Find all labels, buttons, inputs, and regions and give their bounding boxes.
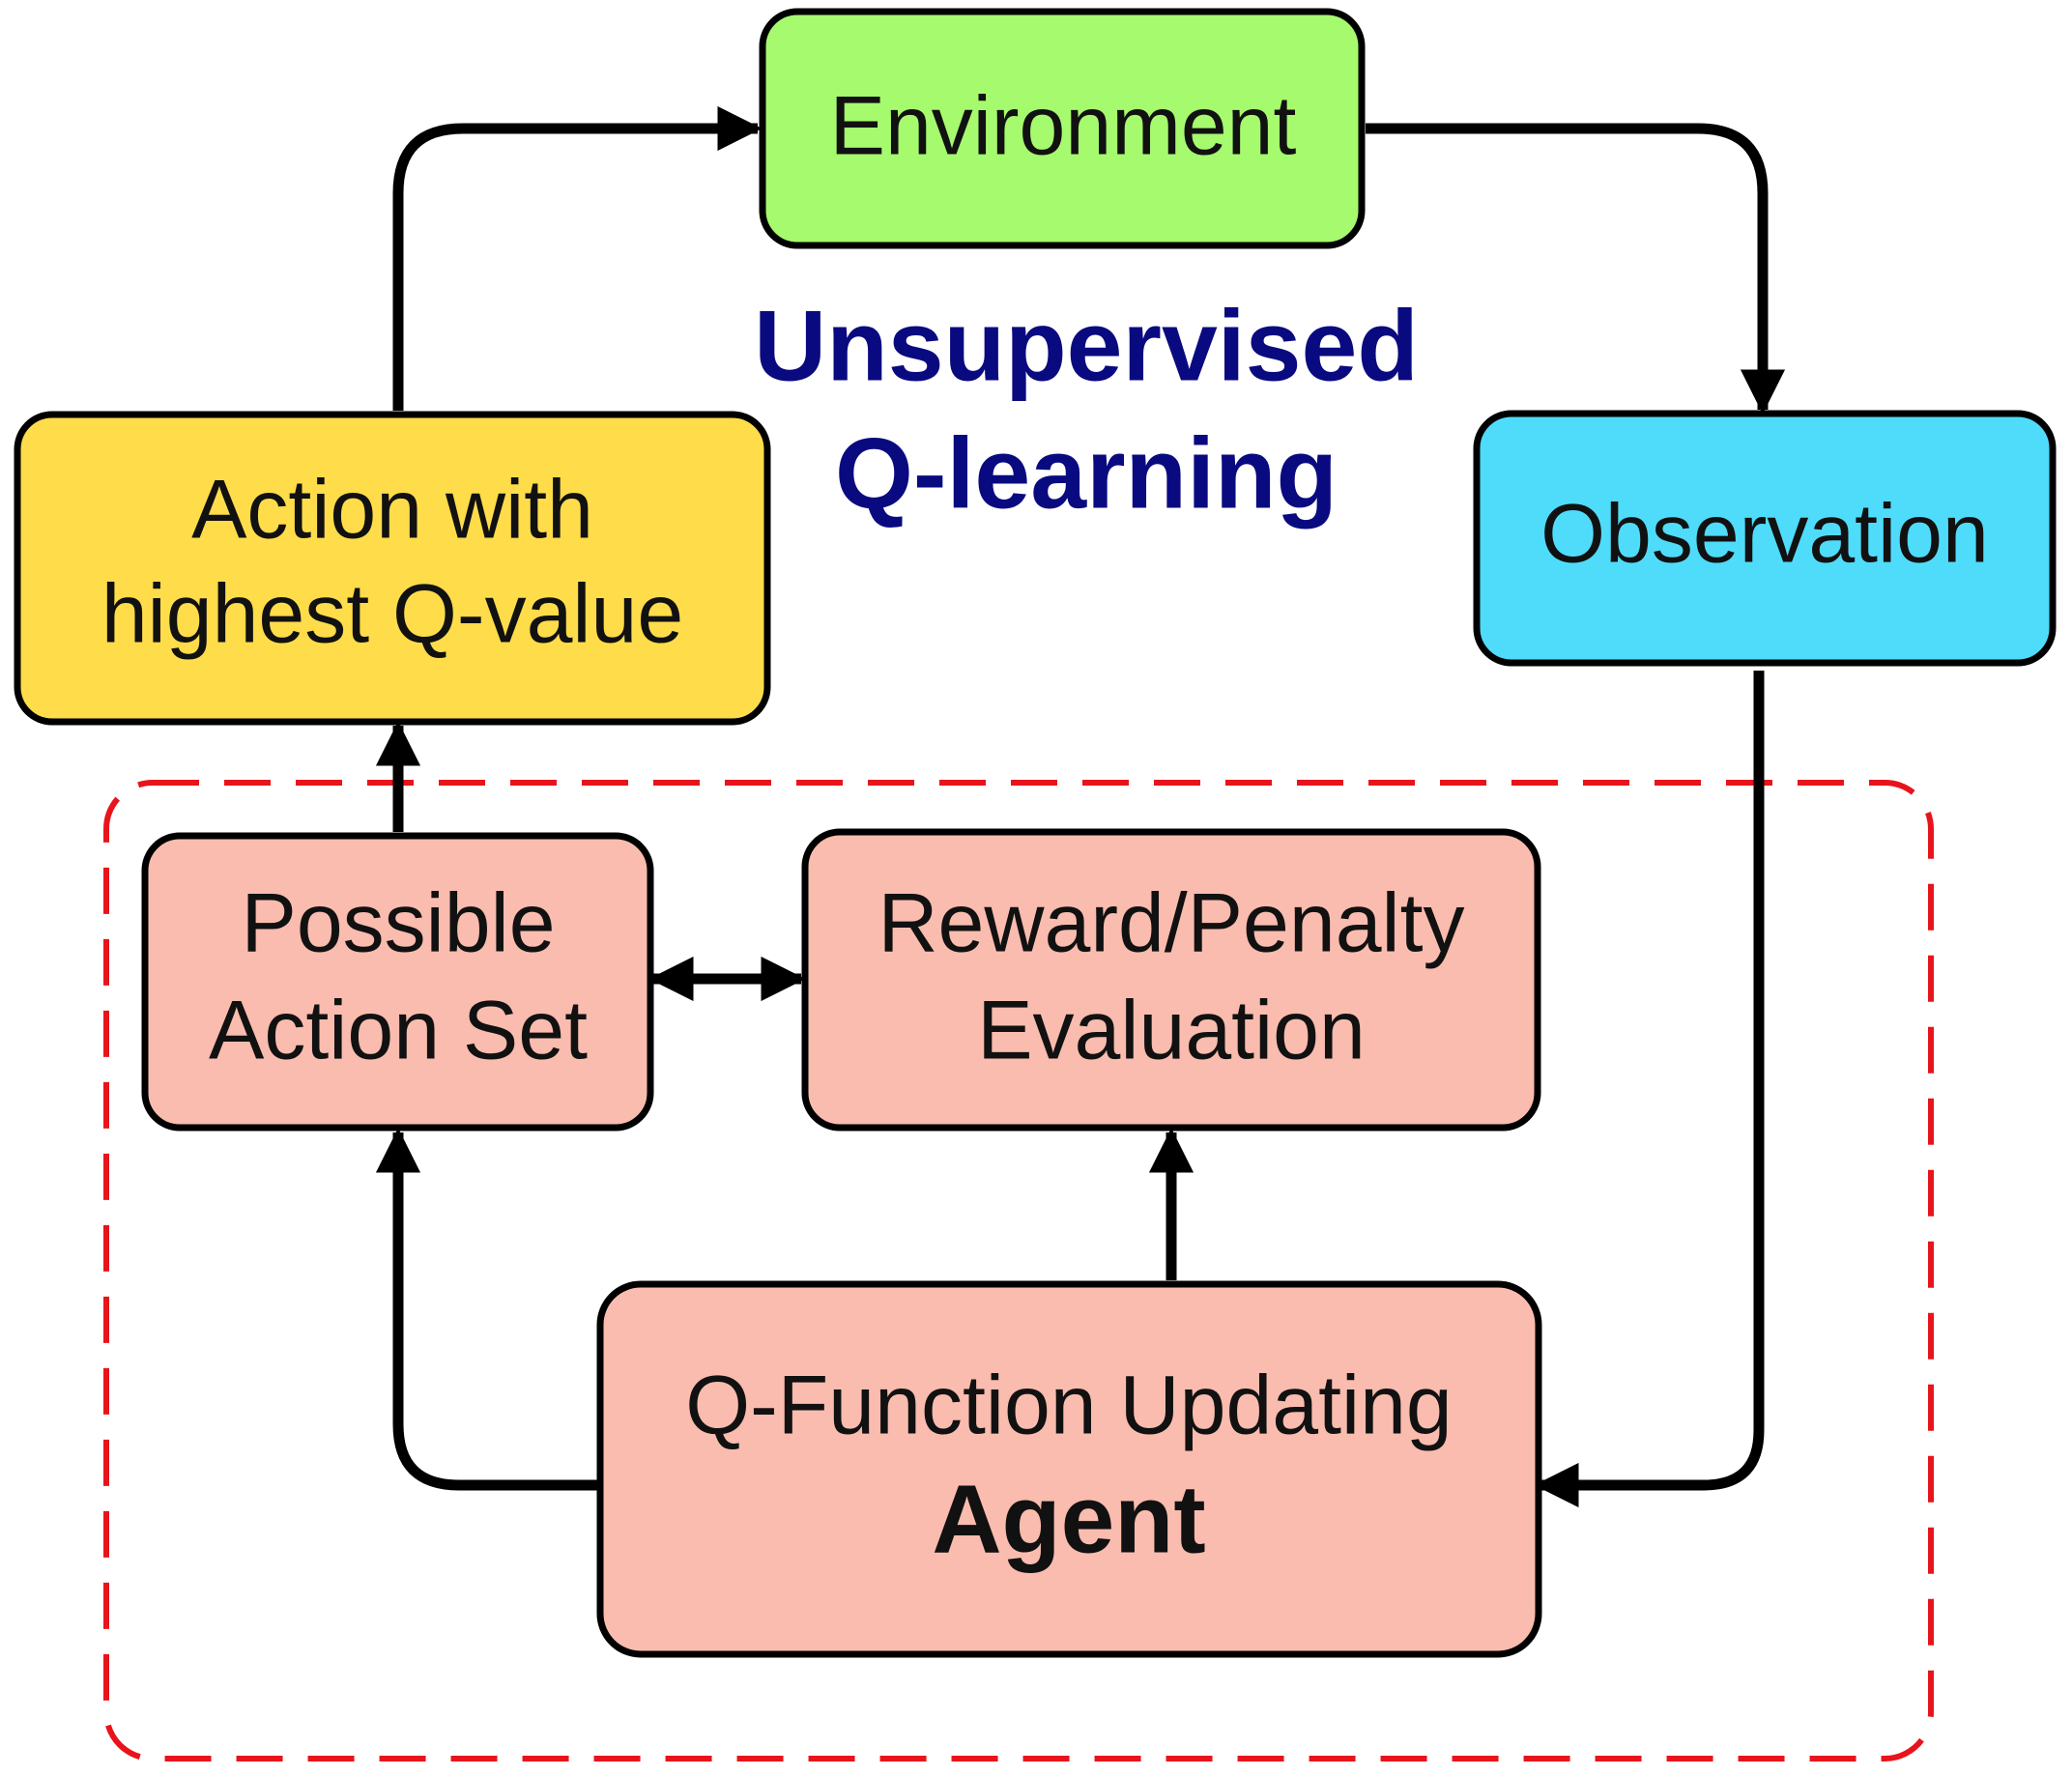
environment-node: Environment [759,8,1366,249]
reward-penalty-line2: Evaluation [977,985,1366,1077]
diagram-title-line1: Unsupervised [754,290,1419,402]
agent-node: Q-Function Updating Agent [596,1280,1542,1658]
action-label-line1: Action with [191,464,593,557]
arrow-observation-to-agent [1534,671,1765,1508]
environment-label: Environment [830,80,1297,173]
arrow-action-to-environment [392,105,763,411]
observation-label: Observation [1540,488,1989,581]
agent-boundary [103,780,1934,1762]
diagram-title-line2: Q-learning [835,417,1338,530]
action-node: Action with highest Q-value [14,411,771,726]
agent-label: Agent [932,1465,1205,1573]
reward-penalty-line1: Reward/Penalty [878,877,1464,970]
observation-node: Observation [1473,410,2057,667]
reward-penalty-node: Reward/Penalty Evaluation [801,828,1541,1131]
arrow-environment-to-observation [1366,123,1786,415]
action-label-line2: highest Q-value [101,568,683,661]
possible-action-set-node: Possible Action Set [141,832,654,1131]
possible-action-set-line2: Action Set [209,985,588,1077]
possible-action-set-line1: Possible [241,877,555,970]
agent-function-label: Q-Function Updating [685,1360,1453,1452]
arrow-agent-to-possible-actions [375,1128,600,1491]
